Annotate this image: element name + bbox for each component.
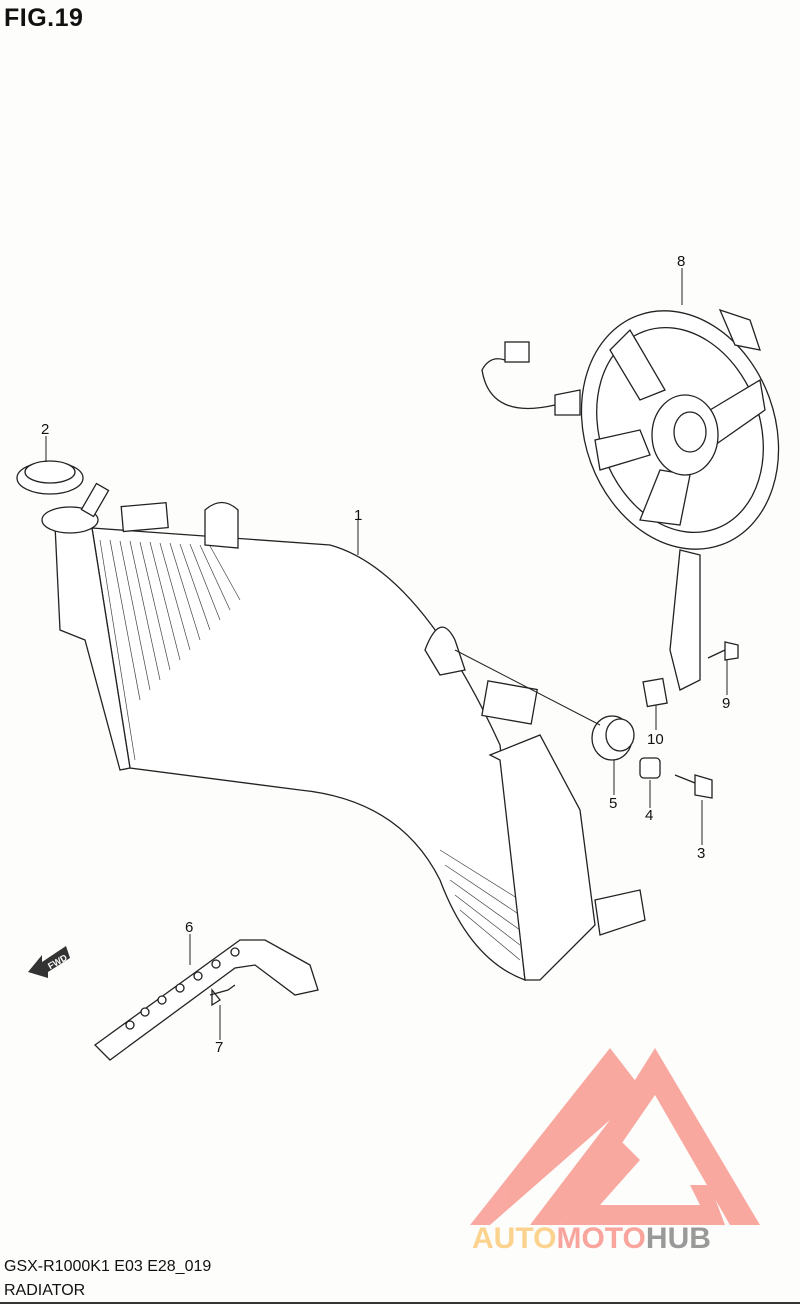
radiator-part-1 [41,482,646,981]
callout-6: 6 [185,919,193,936]
callout-4: 4 [645,807,653,824]
watermark-part2: MOTO [556,1222,646,1255]
small-hardware [591,641,739,799]
bolt-part-7 [209,984,236,1007]
figure-title: FIG.19 [4,4,84,32]
watermark-logo-icon [470,1048,760,1225]
radiator-cap-part-2 [16,460,84,495]
bottom-border [0,1302,800,1304]
nut-part-10 [642,677,668,708]
bracket-part-6 [94,939,319,1061]
bolt-part-3 [674,774,713,799]
watermark-part3: HUB [645,1222,711,1255]
watermark-part1: AUTO [472,1222,557,1255]
leader-lines [45,268,728,1040]
callout-1: 1 [354,507,362,524]
collar-part-4 [639,757,661,779]
bolt-part-9 [707,641,739,661]
callout-5: 5 [609,795,617,812]
callout-2: 2 [41,421,49,438]
model-code: GSX-R1000K1 E03 E28_019 [4,1258,212,1275]
fwd-arrow-icon [28,946,70,978]
section-name: RADIATOR [4,1282,86,1299]
callout-9: 9 [722,695,730,712]
callout-3: 3 [697,845,705,862]
callout-10: 10 [647,731,664,748]
callout-7: 7 [215,1039,223,1056]
callout-8: 8 [677,253,685,270]
cooling-fan-part-8 [481,308,780,691]
watermark-text: AUTOMOTOHUB [472,1222,711,1256]
